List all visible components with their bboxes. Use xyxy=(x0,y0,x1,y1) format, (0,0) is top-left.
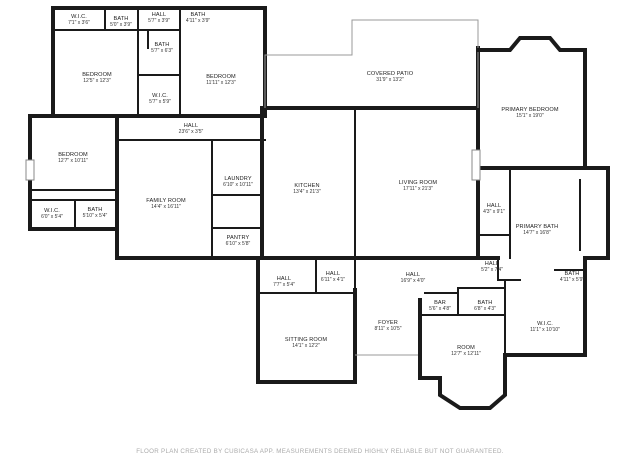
family-room-dim: 14'4" x 16'11" xyxy=(151,204,181,210)
primary-wing-walls xyxy=(471,36,610,302)
bath-w-dim: 5'10" x 5'4" xyxy=(83,213,108,219)
sitting-room-dim: 14'1" x 12'2" xyxy=(292,343,320,349)
pantry-dim: 6'10" x 5'8" xyxy=(226,241,251,247)
family-room-name: FAMILY ROOM xyxy=(146,198,186,204)
bath-top1-dim: 5'0" x 3'9" xyxy=(110,22,132,28)
hall-long-name: HALL xyxy=(184,123,198,129)
hall-b-name: HALL xyxy=(326,271,340,277)
wic-w-dim: 6'0" x 5'4" xyxy=(41,214,63,220)
west-wing-walls xyxy=(25,114,119,231)
hall-top-dim: 5'7" x 3'9" xyxy=(148,18,170,24)
hall-long-dim: 23'6" x 3'5" xyxy=(179,129,204,135)
bedroom-n-name: BEDROOM xyxy=(206,74,236,80)
primary-bath-dim: 14'7" x 16'8" xyxy=(523,230,551,236)
kitchen-dim: 13'4" x 21'3" xyxy=(293,189,321,195)
room-dim: 12'7" x 12'11" xyxy=(451,351,481,357)
covered-patio-dim: 31'9" x 13'2" xyxy=(376,77,404,83)
bath-top2-name: BATH xyxy=(191,12,206,18)
room-name: ROOM xyxy=(457,345,475,351)
covered-patio-name: COVERED PATIO xyxy=(367,71,414,77)
hall-c-name: HALL xyxy=(406,272,420,278)
wic-mid-name: W.I.C. xyxy=(152,93,168,99)
foyer-name: FOYER xyxy=(378,320,398,326)
bar-dim: 5'6" x 4'8" xyxy=(429,306,451,312)
hall-top-name: HALL xyxy=(152,12,166,18)
hall-a-dim: 7'7" x 5'4" xyxy=(273,282,295,288)
primary-bedroom-dim: 15'1" x 19'0" xyxy=(516,113,544,119)
primary-bath-name: PRIMARY BATH xyxy=(516,224,559,230)
hall-right-dim: 5'2" x 7'4" xyxy=(481,267,503,273)
wic-mid-dim: 5'7" x 5'9" xyxy=(149,99,171,105)
pantry-name: PANTRY xyxy=(227,235,250,241)
foyer-dim: 8'11" x 10'5" xyxy=(374,326,401,332)
bath-top1-name: BATH xyxy=(114,16,129,22)
sitting-room-name: SITTING ROOM xyxy=(285,337,327,343)
hall-pb-dim: 4'3" x 9'1" xyxy=(483,209,505,215)
room-labels: W.I.C. 7'1" x 3'6" BATH 5'0" x 3'9" HALL… xyxy=(41,12,584,357)
bath-s-dim: 6'8" x 4'3" xyxy=(474,306,496,312)
footer-disclaimer: FLOOR PLAN CREATED BY CUBICASA APP. MEAS… xyxy=(136,448,504,455)
hall-pb-name: HALL xyxy=(487,203,501,209)
laundry-name: LAUNDRY xyxy=(224,176,251,182)
bath-mid-name: BATH xyxy=(155,42,170,48)
bath-small-dim: 4'11" x 5'9" xyxy=(560,277,584,283)
bedroom-n-dim: 11'11" x 12'3" xyxy=(206,80,236,86)
patio-outline xyxy=(264,19,479,108)
hall-b-dim: 6'11" x 4'1" xyxy=(321,277,345,283)
bath-s-name: BATH xyxy=(478,300,493,306)
bedroom-nw-name: BEDROOM xyxy=(82,72,112,78)
bath-small-name: BATH xyxy=(565,271,580,277)
kitchen-name: KITCHEN xyxy=(294,183,319,189)
bedroom-nw-dim: 12'5" x 12'3" xyxy=(83,78,111,84)
bath-top2-dim: 4'11" x 3'9" xyxy=(186,18,210,24)
wic-top-dim: 7'1" x 3'6" xyxy=(68,20,90,26)
hall-c-dim: 16'9" x 4'0" xyxy=(401,278,426,284)
bath-w-name: BATH xyxy=(88,207,103,213)
central-walls xyxy=(115,46,500,260)
wic-w-name: W.I.C. xyxy=(44,208,60,214)
primary-bedroom-name: PRIMARY BEDROOM xyxy=(501,107,558,113)
wic-se-dim: 11'1" x 10'10" xyxy=(530,327,560,333)
living-room-dim: 17'11" x 21'3" xyxy=(403,186,433,192)
bar-name: BAR xyxy=(434,300,446,306)
south-wing-walls xyxy=(256,256,587,410)
laundry-dim: 6'10" x 10'11" xyxy=(223,182,253,188)
hall-right-name: HALL xyxy=(485,261,499,267)
bedroom-w-name: BEDROOM xyxy=(58,152,88,158)
bedroom-w-dim: 12'7" x 10'11" xyxy=(58,158,88,164)
living-room-name: LIVING ROOM xyxy=(399,180,438,186)
wic-top-name: W.I.C. xyxy=(71,14,87,20)
wic-se-name: W.I.C. xyxy=(537,321,553,327)
hall-a-name: HALL xyxy=(277,276,291,282)
bath-mid-dim: 5'7" x 6'3" xyxy=(151,48,173,54)
